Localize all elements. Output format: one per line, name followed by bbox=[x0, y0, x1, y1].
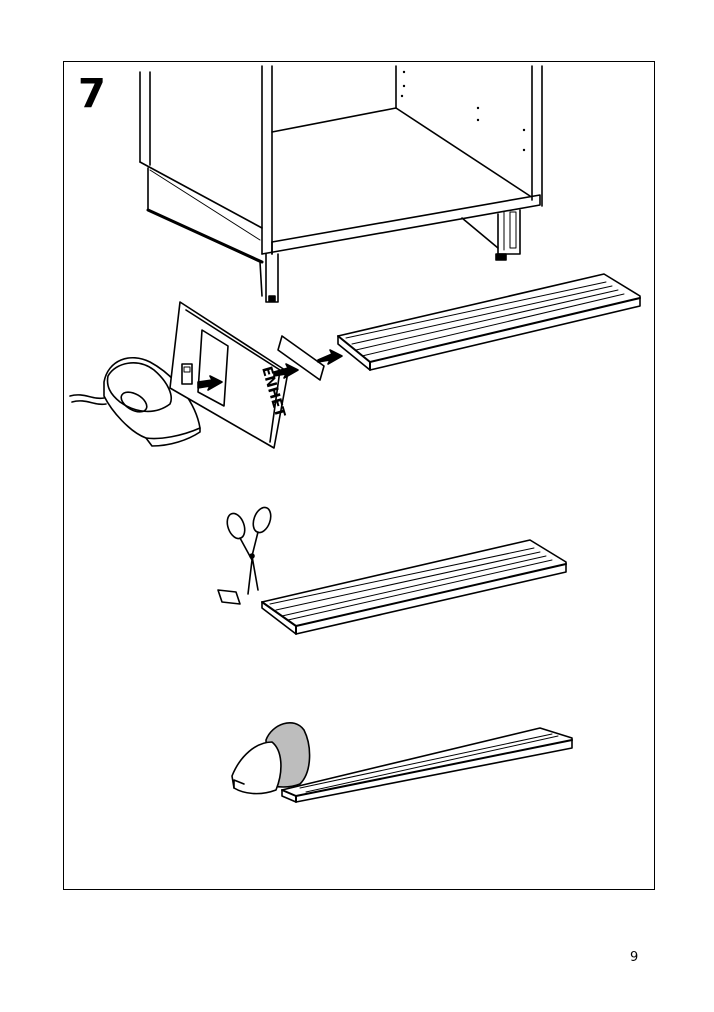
arrow-icon bbox=[273, 363, 299, 379]
cut-label-piece bbox=[217, 589, 241, 605]
iron-drawing bbox=[69, 357, 201, 447]
iron-on-board bbox=[231, 721, 311, 795]
plinth-board-top bbox=[337, 273, 641, 371]
step-frame bbox=[63, 61, 655, 890]
arrow-icon bbox=[317, 349, 343, 365]
packaging-sheet bbox=[169, 301, 289, 449]
page-number: 9 bbox=[630, 950, 639, 965]
plinth-board-middle bbox=[261, 539, 567, 635]
scissors-drawing bbox=[217, 506, 272, 605]
label-strip bbox=[273, 335, 343, 381]
arrow-icon bbox=[197, 375, 223, 391]
plinth-board-bottom bbox=[281, 727, 573, 803]
cabinet-drawing bbox=[139, 65, 543, 303]
step-number: 7 bbox=[78, 71, 106, 117]
